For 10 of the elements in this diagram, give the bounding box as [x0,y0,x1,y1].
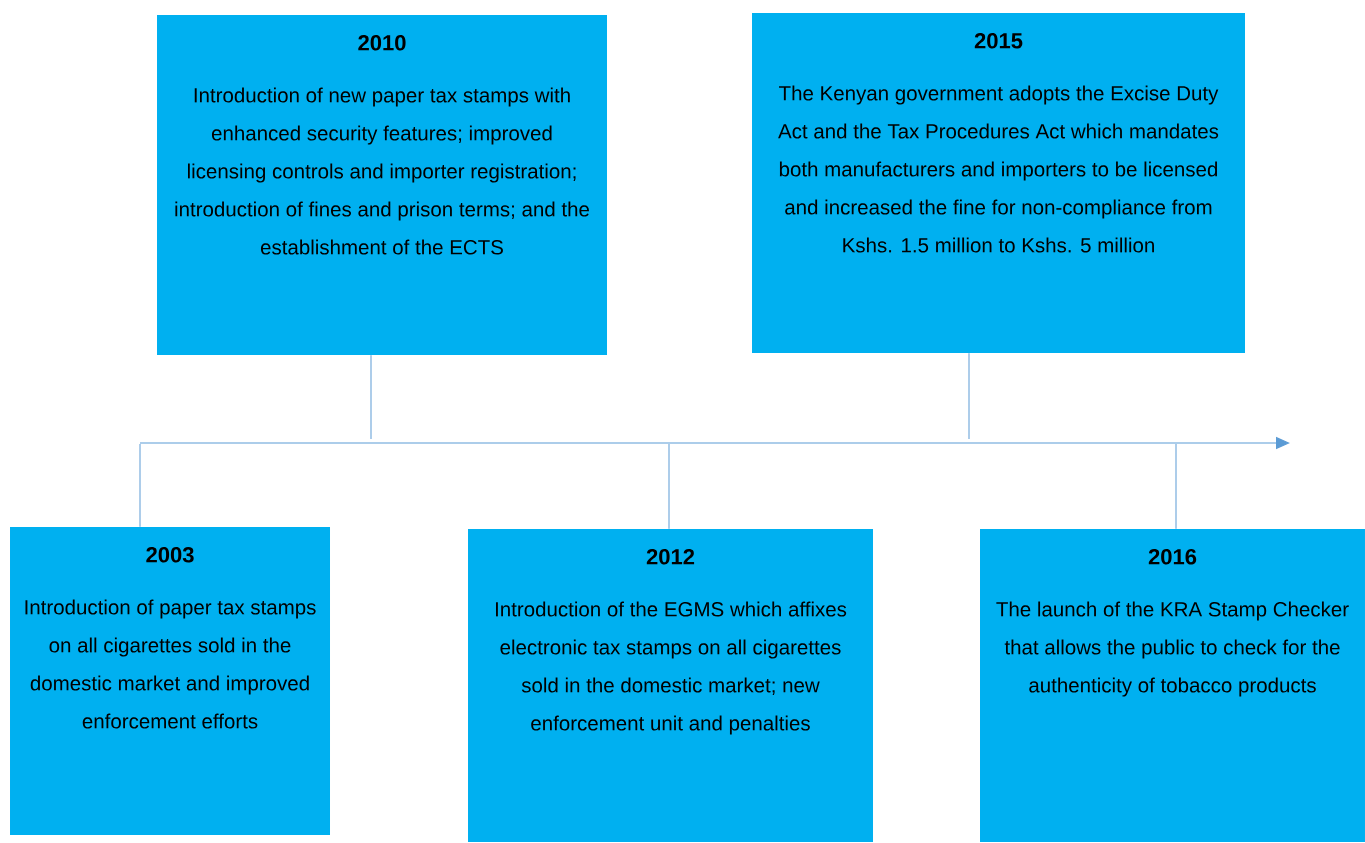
connector-line [139,443,141,528]
event-box: 2003 Introduction of paper tax stamps on all cigarettes sold in the domestic market and improved enforcement efforts [10,527,330,835]
connector-line [968,352,970,440]
event-box: 2015 The Kenyan government adopts the Excise Duty Act and the Tax Procedures Act which mandates both manufacturers and importers to be licensed and increased the fine for non-compliance from Kshs. 1.5 million to Kshs. 5 million [752,13,1245,353]
event-box: 2010 Introduction of new paper tax stamps with enhanced security features; improved licensing controls and importer registration; introduction of fines and prison terms; and the establishment of the ECTS [157,15,607,355]
connector-line [1175,443,1177,530]
event-box: 2016 The launch of the KRA Stamp Checker that allows the public to check for the authenticity of tobacco products [980,529,1365,842]
connector-line [370,354,372,440]
connector-line [668,443,670,530]
event-box: 2012 Introduction of the EGMS which affixes electronic tax stamps on all cigarettes sold in the domestic market; new enforcement unit and penalties [468,529,873,842]
